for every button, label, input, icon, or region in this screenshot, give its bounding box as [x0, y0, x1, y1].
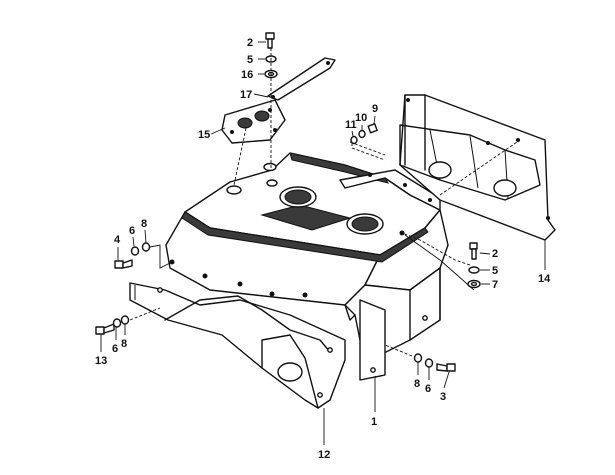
callout-13: 13	[95, 355, 107, 367]
callout-16: 16	[241, 69, 253, 81]
callout-4: 4	[114, 234, 121, 246]
callout-2-right: 2	[492, 248, 498, 260]
callout-15: 15	[198, 129, 210, 141]
alignment-lines	[129, 48, 521, 357]
strap-bracket	[267, 57, 336, 101]
callout-6-lower-left: 6	[112, 343, 118, 355]
callout-10: 10	[355, 112, 367, 124]
callout-6-left: 6	[129, 225, 135, 237]
callout-5-top: 5	[247, 54, 253, 66]
lower-bracket	[129, 282, 346, 409]
callout-8-left: 8	[141, 218, 147, 230]
callout-17: 17	[240, 89, 252, 101]
callout-11: 11	[345, 119, 357, 131]
callout-2-top: 2	[247, 37, 253, 49]
callout-7: 7	[492, 279, 498, 291]
callout-6-lower-right: 6	[425, 383, 431, 395]
callout-leaders	[100, 41, 546, 445]
main-housing	[165, 152, 449, 381]
callout-3: 3	[440, 391, 446, 403]
callout-8-lower-right: 8	[414, 378, 420, 390]
callout-1: 1	[371, 416, 377, 428]
callout-labels: 2 5 16 17 15 9 10 11 4 6 8 2 5 7 14 1 12…	[95, 37, 551, 461]
rear-plate	[399, 94, 556, 241]
callout-14: 14	[538, 273, 551, 285]
callout-5-right: 5	[492, 265, 498, 277]
callout-8-lower-left: 8	[121, 338, 127, 350]
callout-12: 12	[318, 449, 330, 461]
mounting-plate	[221, 99, 286, 144]
callout-9: 9	[372, 103, 378, 115]
